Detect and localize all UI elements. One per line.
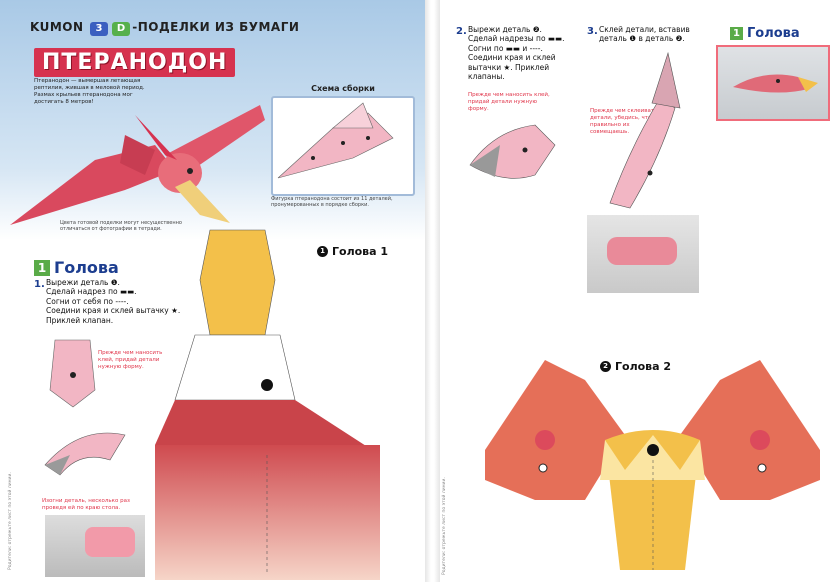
- right-section-heading: 1 Голова: [730, 26, 800, 41]
- head2-label: 2 Голова 2: [600, 360, 671, 373]
- step3-illustration: [609, 51, 681, 209]
- page-gutter: [425, 0, 440, 582]
- intro-text: Птеранодон — вымершая летающая рептилия,…: [34, 78, 145, 105]
- step1-number: 1.: [34, 279, 45, 290]
- logo-d-icon: D: [112, 22, 131, 36]
- head1-title: Голова 1: [332, 245, 389, 258]
- finished-head-image: [733, 74, 818, 93]
- schema-caption: Фигурка птеранодона состоит из 11 детале…: [271, 196, 393, 208]
- section-heading: 1 Голова: [34, 258, 119, 277]
- right-section-title: Голова: [747, 26, 800, 41]
- step3-instructions: 3. Склей детали, вставив деталь ❶ в дета…: [587, 24, 707, 44]
- publisher-name: KUMON: [30, 20, 84, 34]
- step2-line: Соедини края и склей: [468, 53, 556, 62]
- logo-3-icon: 3: [90, 22, 109, 36]
- step3-line: деталь ❶ в деталь ❷.: [599, 34, 685, 43]
- step1-line: Соедини края и склей вытачку ★.: [46, 306, 181, 315]
- head2-title: Голова 2: [615, 360, 672, 373]
- schema-title: Схема сборки: [311, 84, 375, 93]
- step2-illustration: [469, 124, 556, 179]
- step1-photo: [45, 515, 145, 577]
- step1-instructions: 1. Вырежи деталь ❶. Сделай надрез по ▬▬.…: [34, 277, 224, 325]
- step1-glue-note: Прежде чем наносить клей, придай детали …: [98, 350, 163, 370]
- step1-line: Согни от себя по ----.: [46, 296, 129, 306]
- head2-number: 2: [600, 361, 611, 372]
- head1-cutout: [155, 229, 380, 580]
- step3-line: Склей детали, вставив: [599, 24, 690, 34]
- step1-line: Сделай надрез по ▬▬.: [46, 287, 137, 296]
- head2-cutout: [485, 360, 820, 570]
- step1-bend-note: Изогни деталь, несколько раз проведя ей …: [42, 498, 130, 511]
- cut-line-note-left: Родители: отрежьте лист по этой линии.: [8, 472, 13, 570]
- assembly-schema: Схема сборки: [271, 84, 415, 196]
- pteranodon-illustration: [10, 105, 265, 225]
- step2-glue-note: Прежде чем наносить клей, придай детали …: [468, 92, 550, 112]
- cut-line-note-right: Родители: отрежьте лист по этой линии.: [442, 477, 447, 575]
- head1-number: 1: [317, 246, 328, 257]
- step1-bend-illustration: [44, 432, 126, 476]
- head1-label: 1 Голова 1: [317, 245, 388, 258]
- photo-note: Цвета готовой поделки могут несущественн…: [60, 220, 182, 232]
- step2-line: Сделай надрезы по ▬▬.: [468, 34, 565, 43]
- page-title: ПТЕРАНОДОН: [34, 48, 236, 77]
- section-title: Голова: [54, 258, 119, 277]
- schema-diagram: [277, 102, 394, 179]
- step2-line: вытачки ★. Приклей: [468, 62, 550, 72]
- step2-line: клапаны.: [468, 72, 505, 81]
- step2-number: 2.: [456, 26, 467, 37]
- step2-line: Вырежи деталь ❷.: [468, 24, 542, 34]
- right-section-number: 1: [730, 27, 743, 40]
- step3-glue-note: Прежде чем склеивать детали, убедись, чт…: [590, 108, 658, 135]
- series-title: -ПОДЕЛКИ ИЗ БУМАГИ: [132, 20, 300, 34]
- step1-line: Вырежи деталь ❶.: [46, 277, 120, 287]
- step2-line: Согни по ▬▬ и ----.: [468, 43, 543, 53]
- step3-photo: [587, 215, 699, 293]
- section-number: 1: [34, 259, 50, 276]
- finished-head-photo: [716, 45, 830, 121]
- step1-shape-illustration: [49, 339, 96, 408]
- step1-line: Приклей клапан.: [46, 315, 114, 325]
- step2-instructions: 2. Вырежи деталь ❷. Сделай надрезы по ▬▬…: [456, 24, 571, 82]
- right-page: 2. Вырежи деталь ❷. Сделай надрезы по ▬▬…: [440, 0, 833, 582]
- step3-number: 3.: [587, 26, 598, 37]
